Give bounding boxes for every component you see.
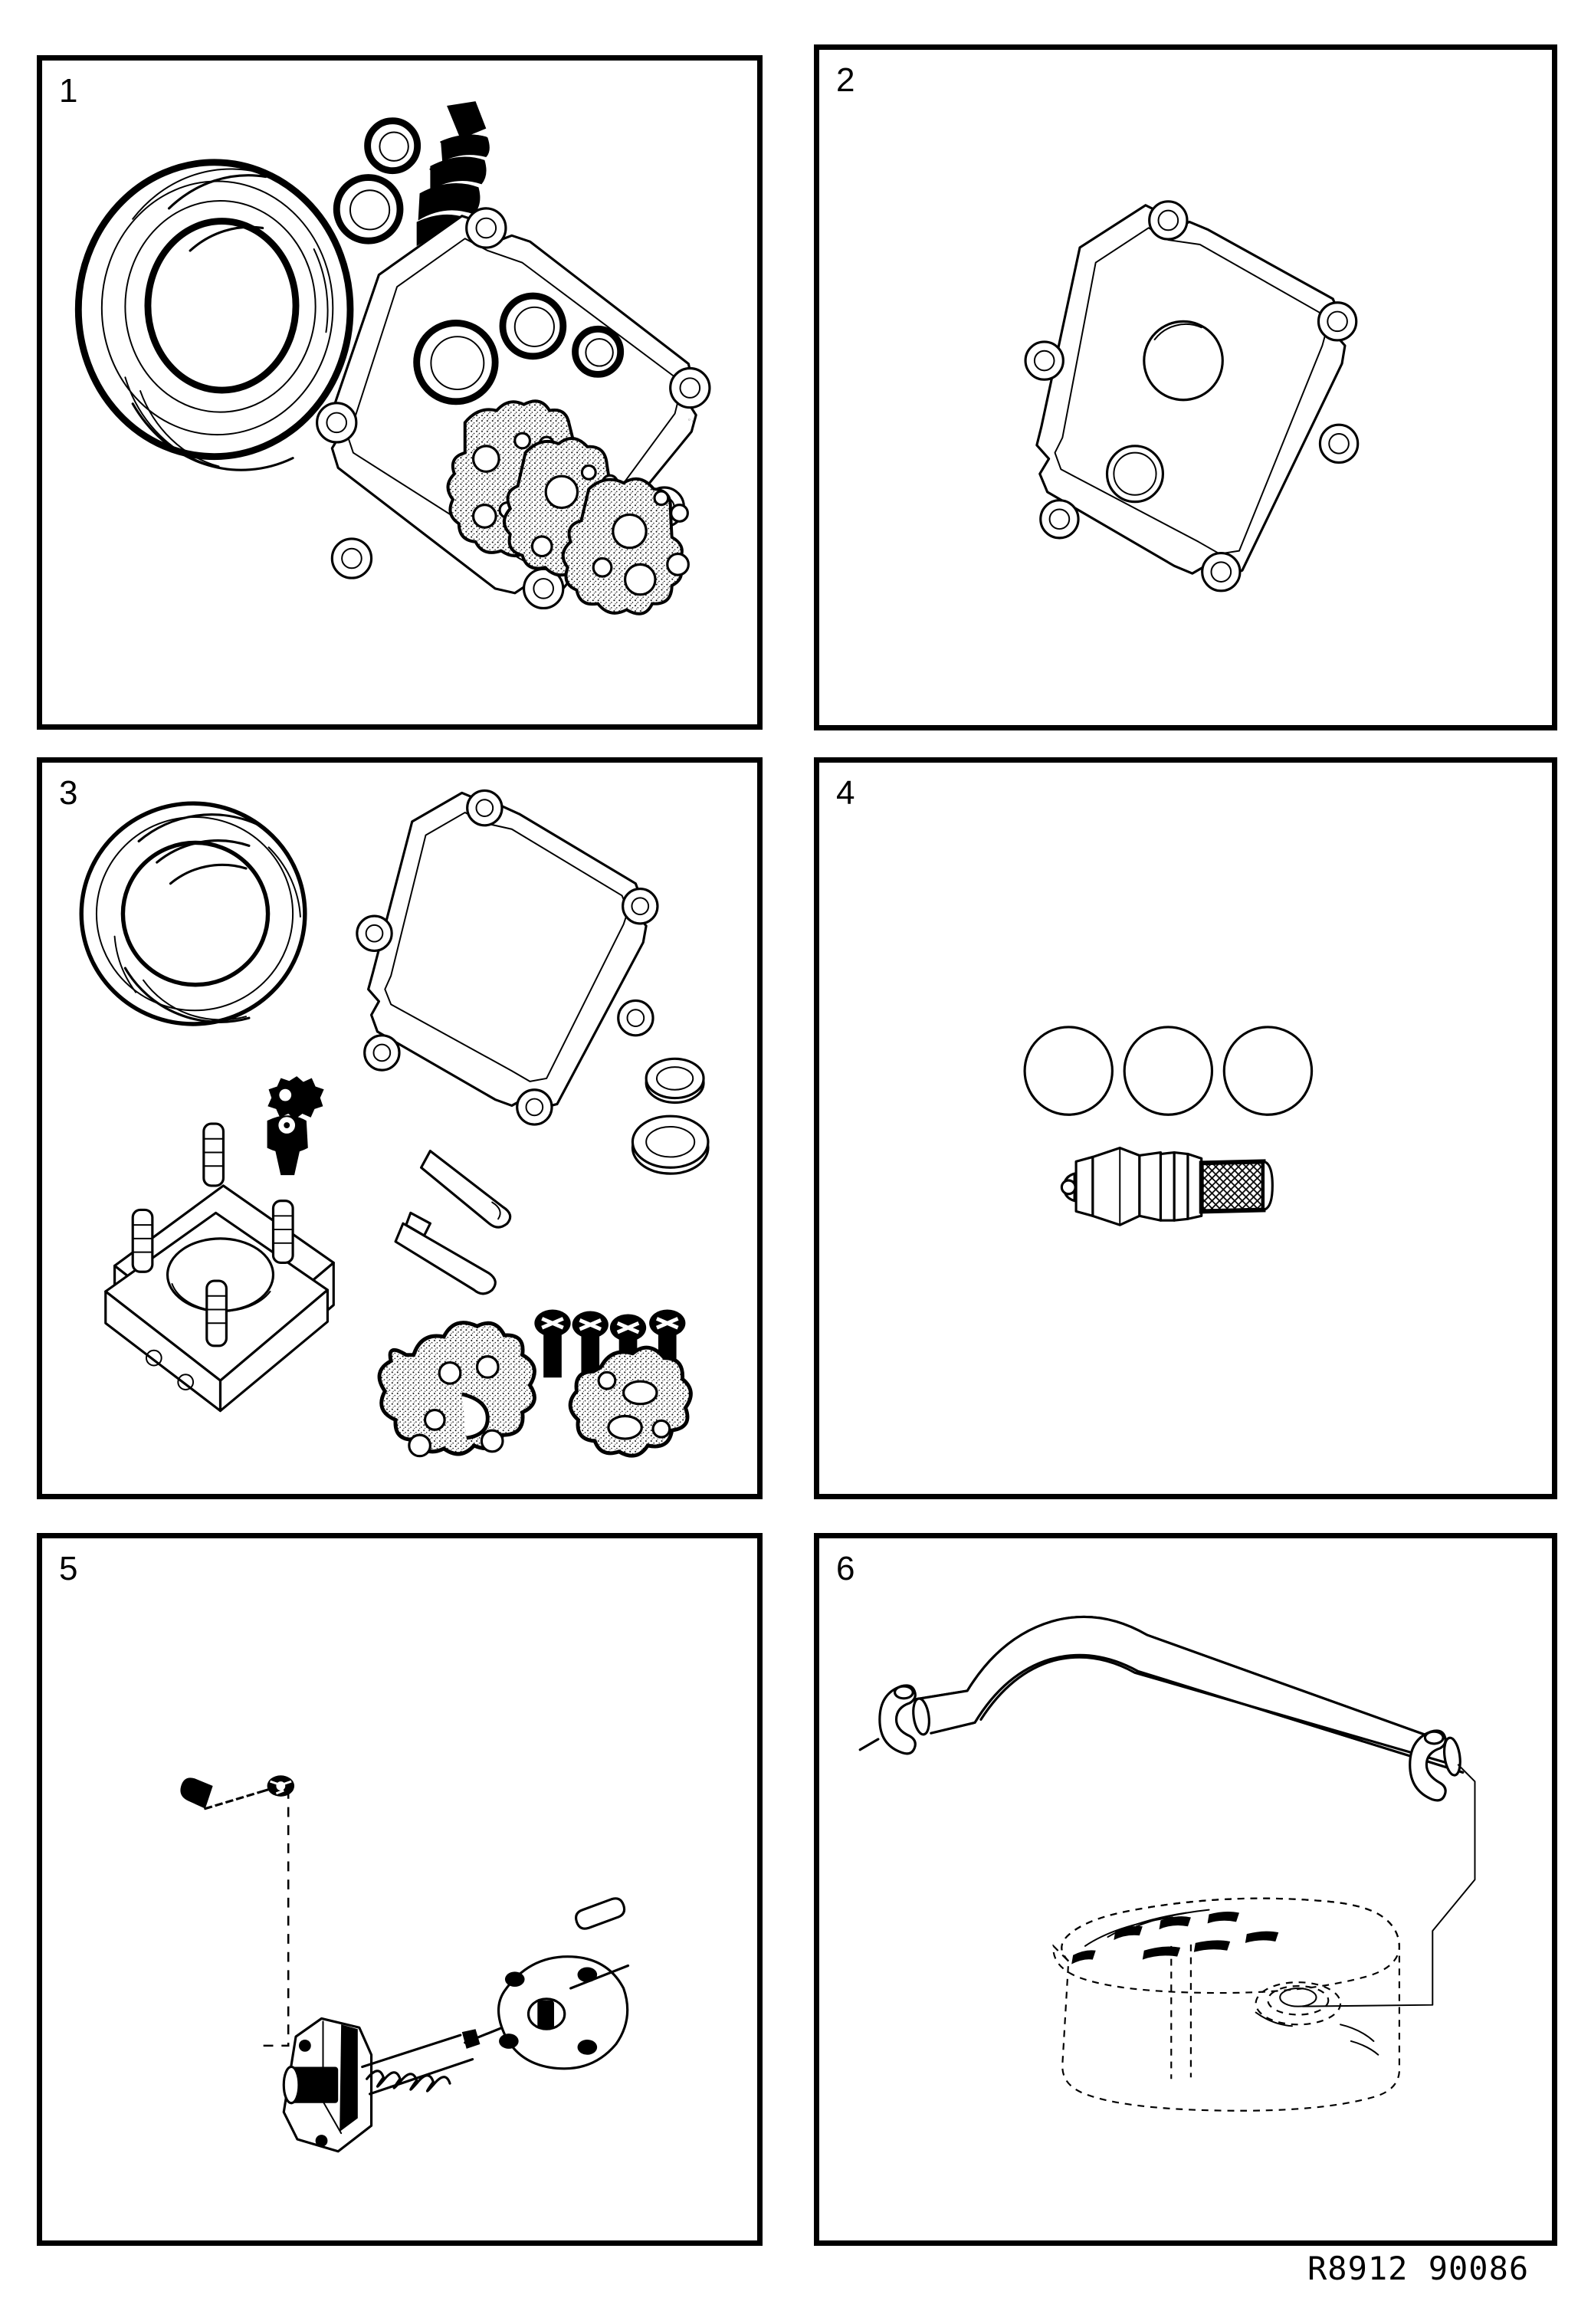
gasket-set-stippled — [446, 399, 690, 615]
hose-clamp-left — [858, 1684, 917, 1755]
gasket-piece-left — [377, 1321, 536, 1458]
assembly-leader-line — [261, 1789, 290, 2047]
o-ring — [1123, 1026, 1214, 1116]
o-ring — [1023, 1026, 1114, 1116]
gasket-piece-right — [568, 1345, 693, 1458]
needle-valve — [267, 1115, 308, 1176]
screw — [180, 1777, 272, 1813]
valve-body-with-studs — [104, 1122, 335, 1413]
sensor-valve-knurled — [1060, 1147, 1274, 1226]
hose-clamp-right — [1409, 1729, 1447, 1802]
o-ring-large — [413, 320, 499, 405]
panel-4-artwork — [819, 763, 1552, 1494]
cover-gasket — [356, 789, 659, 1126]
panel-number-5: 5 — [59, 1550, 78, 1587]
panel-4: 4 — [814, 757, 1557, 1499]
footer-code: R8912 90086 — [1307, 2250, 1530, 2287]
o-ring-small — [364, 117, 422, 175]
end-cap-flange — [497, 1955, 630, 2070]
roll-pin — [574, 1897, 626, 1930]
panel-2-artwork — [819, 50, 1552, 725]
hose — [910, 1615, 1465, 1777]
panel-2: 2 — [814, 44, 1557, 730]
o-ring-tiny — [572, 325, 625, 378]
o-ring-medium — [333, 174, 404, 245]
panel-1: 1 — [37, 55, 763, 730]
panel-3: 3 — [37, 757, 763, 1499]
panel-number-3: 3 — [59, 774, 78, 812]
pin-long — [420, 1149, 512, 1229]
panel-1-artwork — [42, 61, 757, 724]
panel-number-4: 4 — [836, 774, 855, 812]
screw — [534, 1309, 571, 1378]
washer — [267, 1775, 295, 1797]
diaphragm-ring — [74, 159, 354, 471]
cover-gasket-plate — [1024, 200, 1360, 592]
star-washer — [267, 1076, 324, 1120]
panel-number-6: 6 — [836, 1550, 855, 1587]
panel-5: 5 — [37, 1533, 763, 2246]
panel-number-2: 2 — [836, 61, 855, 99]
o-ring-mid — [499, 292, 567, 360]
screw — [572, 1311, 609, 1380]
panel-5-artwork — [42, 1538, 757, 2240]
spring — [361, 2029, 481, 2096]
seal-washer-small — [645, 1057, 705, 1105]
pin-short — [394, 1211, 497, 1295]
fuel-tank-phantom — [1052, 1897, 1401, 2112]
valve-body — [282, 2017, 373, 2153]
panel-6: 6 — [814, 1533, 1557, 2246]
diaphragm-ring — [79, 801, 307, 1026]
panel-6-artwork — [819, 1538, 1552, 2240]
panel-3-artwork — [42, 763, 757, 1494]
panel-number-1: 1 — [59, 72, 78, 110]
assembly-leader-line — [1301, 1764, 1476, 2007]
o-ring — [1222, 1026, 1314, 1116]
seal-washer-large — [631, 1114, 710, 1175]
